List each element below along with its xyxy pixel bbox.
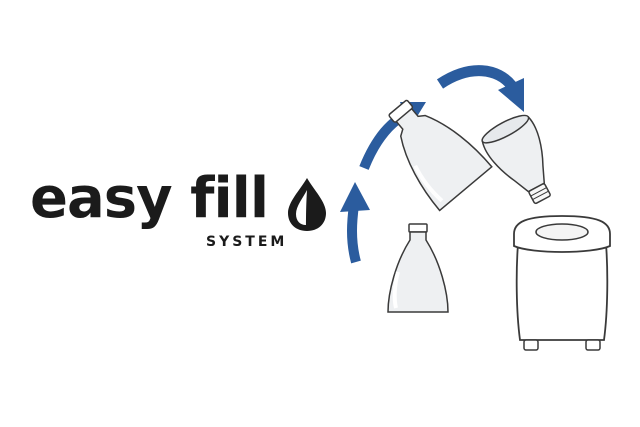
curved-arrow-icon bbox=[340, 182, 370, 264]
bottle-icon bbox=[388, 99, 493, 212]
bottle-icon bbox=[387, 223, 449, 313]
easy-fill-logo: easy fill SYSTEM bbox=[30, 168, 330, 258]
curved-arrow-icon bbox=[436, 65, 524, 112]
humidifier-icon bbox=[481, 114, 611, 351]
refill-illustration bbox=[340, 65, 611, 351]
logo-subtitle: SYSTEM bbox=[206, 234, 288, 250]
logo-wordmark: easy fill bbox=[30, 166, 269, 231]
water-drop-icon bbox=[288, 178, 326, 231]
